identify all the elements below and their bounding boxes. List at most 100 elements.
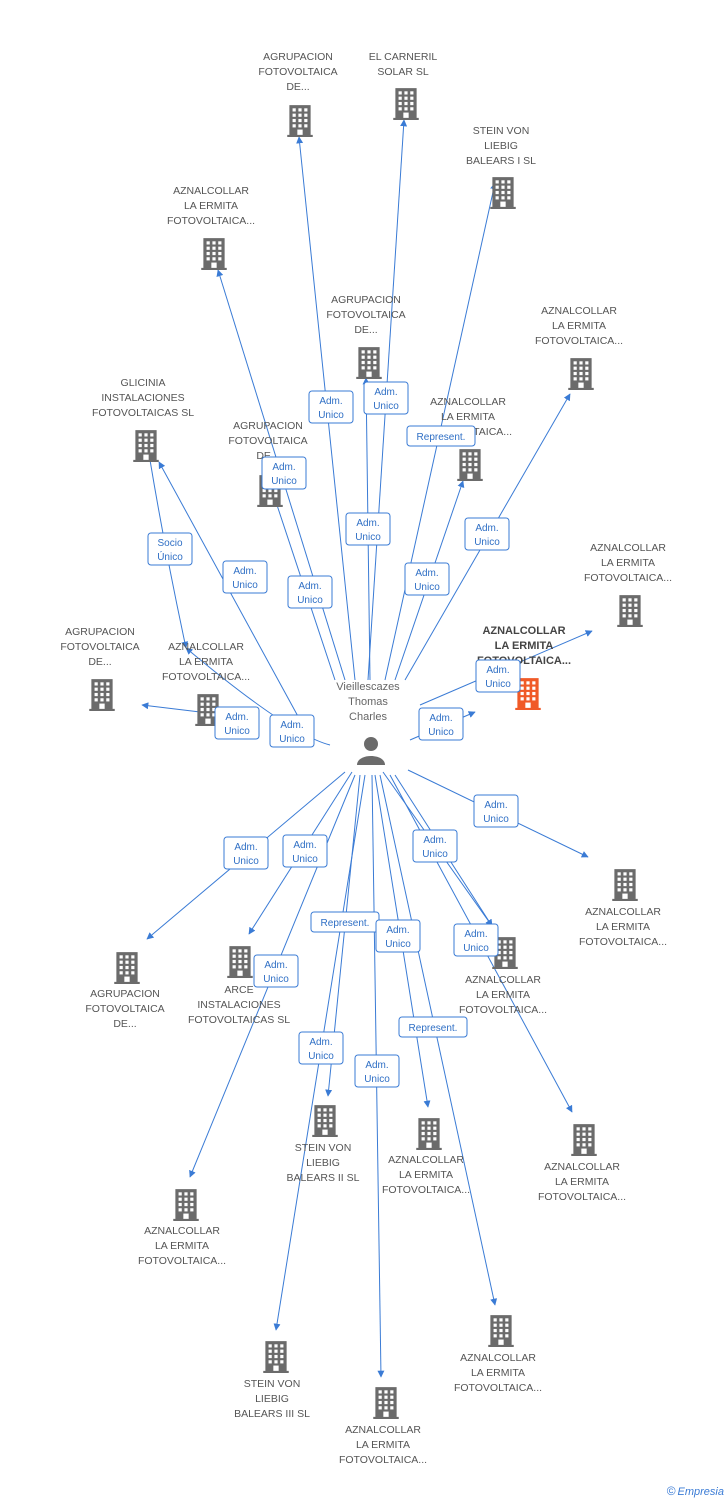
person-name-line: Charles bbox=[349, 711, 387, 723]
relation-badge[interactable]: Adm.Unico bbox=[261, 456, 307, 490]
building-icon bbox=[490, 177, 516, 209]
brand-name: Empresia bbox=[677, 1486, 724, 1498]
company-name-line: INSTALACIONES bbox=[197, 999, 280, 1011]
company-node[interactable]: AGRUPACIONFOTOVOLTAICADE... bbox=[258, 51, 338, 137]
company-name-line: INSTALACIONES bbox=[101, 392, 184, 404]
relation-badge[interactable]: Represent. bbox=[398, 1016, 468, 1038]
badge-box bbox=[222, 560, 268, 594]
badge-label: Adm. bbox=[319, 396, 342, 407]
badge-label: Adm. bbox=[423, 835, 446, 846]
relation-badge[interactable]: Adm.Unico bbox=[223, 836, 269, 870]
badge-label: Unico bbox=[355, 532, 381, 543]
relation-badge[interactable]: Adm.Unico bbox=[253, 954, 299, 988]
company-name-line: AZNALCOLLAR bbox=[482, 625, 565, 637]
relation-badge[interactable]: Adm.Unico bbox=[404, 562, 450, 596]
relation-badge[interactable]: Adm.Unico bbox=[453, 923, 499, 957]
badge-label: Adm. bbox=[365, 1060, 388, 1071]
building-icon bbox=[612, 869, 638, 901]
badge-box bbox=[453, 923, 499, 957]
edge-line bbox=[379, 774, 498, 1306]
badge-label: Adm. bbox=[309, 1037, 332, 1048]
badge-label: Unico bbox=[297, 595, 323, 606]
badge-box bbox=[261, 456, 307, 490]
building-icon bbox=[173, 1189, 199, 1221]
company-node[interactable]: AGRUPACIONFOTOVOLTAICADE... bbox=[85, 952, 165, 1030]
company-node[interactable]: AGRUPACIONFOTOVOLTAICADE... bbox=[326, 294, 406, 379]
relation-badge[interactable]: Adm.Unico bbox=[475, 659, 521, 693]
relation-badge[interactable]: Adm.Unico bbox=[308, 390, 354, 424]
company-name-line: AZNALCOLLAR bbox=[430, 396, 506, 408]
company-name-line: FOTOVOLTAICA... bbox=[538, 1191, 626, 1203]
building-icon bbox=[457, 449, 483, 481]
company-name-line: AGRUPACION bbox=[331, 294, 401, 306]
company-name-line: AZNALCOLLAR bbox=[590, 542, 666, 554]
relation-badge[interactable]: Adm.Unico bbox=[269, 714, 315, 748]
badge-label: Unico bbox=[428, 727, 454, 738]
relation-badge[interactable]: Adm.Unico bbox=[363, 381, 409, 415]
building-icon bbox=[201, 238, 227, 270]
relation-badge[interactable]: Adm.Unico bbox=[418, 707, 464, 741]
relation-badge[interactable]: Adm.Unico bbox=[354, 1054, 400, 1088]
company-name-line: LA ERMITA bbox=[441, 411, 495, 423]
company-name-line: FOTOVOLTAICA... bbox=[162, 671, 250, 683]
building-icon bbox=[488, 1315, 514, 1347]
company-name-line: FOTOVOLTAICA... bbox=[138, 1255, 226, 1267]
company-name-line: AZNALCOLLAR bbox=[585, 906, 661, 918]
relation-badge[interactable]: Adm.Unico bbox=[473, 794, 519, 828]
relation-badge[interactable]: Adm.Unico bbox=[464, 517, 510, 551]
relation-badge[interactable]: Adm.Unico bbox=[345, 512, 391, 546]
relation-badge[interactable]: Adm.Unico bbox=[375, 919, 421, 953]
relation-badge[interactable]: Represent. bbox=[310, 911, 380, 933]
badge-label: Adm. bbox=[486, 665, 509, 676]
company-node[interactable]: AGRUPACIONFOTOVOLTAICADE... bbox=[60, 626, 140, 711]
relation-badge[interactable]: Adm.Unico bbox=[222, 560, 268, 594]
badge-label: Unico bbox=[422, 849, 448, 860]
company-name-line: LA ERMITA bbox=[601, 557, 655, 569]
badge-box bbox=[287, 575, 333, 609]
badge-label: Socio bbox=[157, 538, 182, 549]
badge-label: Adm. bbox=[293, 840, 316, 851]
badge-label: Unico bbox=[385, 939, 411, 950]
company-name-line: LA ERMITA bbox=[356, 1439, 410, 1451]
badge-box bbox=[475, 659, 521, 693]
relation-badge[interactable]: Represent. bbox=[406, 425, 476, 447]
relation-badge[interactable]: Adm.Unico bbox=[214, 706, 260, 740]
company-name-line: STEIN VON bbox=[473, 125, 530, 137]
badge-box bbox=[464, 517, 510, 551]
relation-badge[interactable]: Adm.Unico bbox=[298, 1031, 344, 1065]
badge-label: Represent. bbox=[321, 918, 370, 929]
footer-brand[interactable]: ©Empresia bbox=[667, 1484, 724, 1498]
badge-box bbox=[214, 706, 260, 740]
building-icon bbox=[114, 952, 140, 984]
badge-label: Unico bbox=[271, 476, 297, 487]
relation-badge[interactable]: Adm. Unico bbox=[412, 829, 458, 863]
badge-label: Represent. bbox=[417, 432, 466, 443]
building-icon bbox=[133, 430, 159, 462]
relation-badge[interactable]: Adm.Unico bbox=[282, 834, 328, 868]
company-name-line: DE... bbox=[286, 81, 309, 93]
badge-label: Unico bbox=[233, 856, 259, 867]
badge-label: Unico bbox=[263, 974, 289, 985]
building-icon bbox=[568, 358, 594, 390]
relation-badge[interactable]: Adm.Unico bbox=[287, 575, 333, 609]
company-name-line: LIEBIG bbox=[255, 1393, 289, 1405]
